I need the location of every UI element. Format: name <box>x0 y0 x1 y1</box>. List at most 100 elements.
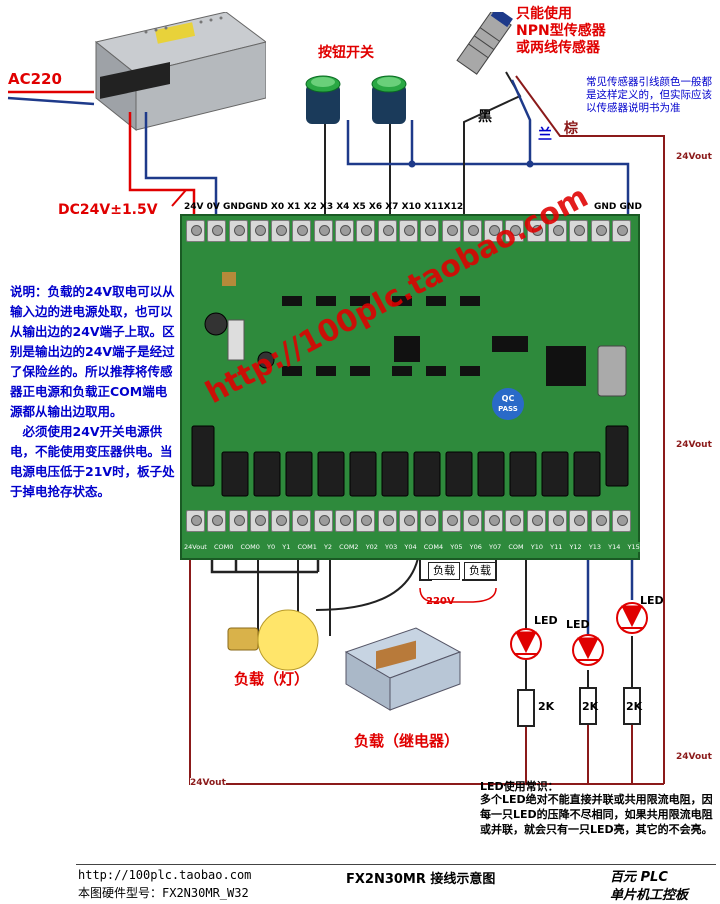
terminal-screw <box>377 220 397 242</box>
bottom-pin-label: Y05 <box>450 543 463 551</box>
bottom-pin-label: Y15 <box>627 543 640 551</box>
led-label-3: LED <box>640 594 664 607</box>
top-pin-labels-right: GND GND <box>594 202 642 212</box>
terminal-screw <box>590 510 610 532</box>
terminal-screw <box>249 510 269 532</box>
footer-subtitle: 单片机工控板 <box>610 888 689 903</box>
ac220-label: AC220 <box>8 70 62 88</box>
terminal-screw <box>335 220 355 242</box>
footer-title: FX2N30MR 接线示意图 <box>346 872 496 887</box>
led-note-body: 多个LED绝对不能直接并联或共用限流电阻，因每一只LED的压降不尽相同，如果共用… <box>480 793 713 836</box>
bottom-pin-label: Y14 <box>608 543 621 551</box>
terminal-screw <box>484 220 504 242</box>
terminal-screw <box>611 510 631 532</box>
terminal-screw <box>398 510 418 532</box>
load-relay-label: 负载（继电器） <box>354 732 460 750</box>
terminal-screw <box>186 510 205 532</box>
terminal-screw <box>441 510 461 532</box>
resistor-label-3: 2K <box>626 700 643 713</box>
bottom-pin-label: Y0 <box>267 543 276 551</box>
bottom-pin-label: Y12 <box>569 543 582 551</box>
v24out-label-2: 24Vout <box>676 440 712 450</box>
terminal-screw <box>548 220 568 242</box>
bottom-pin-label: COM <box>508 543 524 551</box>
wire-blue-label: 兰 <box>538 127 552 143</box>
terminal-screw <box>207 510 227 532</box>
terminal-screw <box>335 510 355 532</box>
terminal-screw <box>590 220 610 242</box>
load-box-1: 负载 <box>428 562 460 580</box>
button-switch-label: 按钮开关 <box>318 45 374 61</box>
bottom-pin-label: Y1 <box>282 543 291 551</box>
led-label-1: LED <box>534 614 558 627</box>
terminal-screw <box>462 220 482 242</box>
terminal-screw <box>313 220 333 242</box>
terminal-screw <box>356 220 376 242</box>
footer-model: 本图硬件型号：FX2N30MR_W32 <box>78 886 249 900</box>
v24out-label-1: 24Vout <box>676 152 712 162</box>
push-button-2 <box>364 70 414 134</box>
terminal-screw <box>377 510 397 532</box>
plc-board: QC PASS <box>180 214 640 560</box>
bottom-pin-label: Y07 <box>489 543 502 551</box>
terminal-screw <box>569 510 589 532</box>
terminal-screw <box>526 220 546 242</box>
terminal-screw <box>292 220 312 242</box>
relay <box>336 622 466 716</box>
load-box-2: 负载 <box>464 562 496 580</box>
wire-brown-label: 棕 <box>564 121 578 137</box>
resistor-label-1: 2K <box>538 700 555 713</box>
bottom-pin-label: COM0 <box>240 543 260 551</box>
bottom-pin-label: Y10 <box>530 543 543 551</box>
power-supply <box>76 11 268 132</box>
terminal-screw <box>271 510 291 532</box>
terminal-screw <box>505 510 525 532</box>
load-lamp-label: 负载（灯） <box>234 670 310 688</box>
terminal-screw <box>462 510 482 532</box>
terminal-screw <box>186 220 205 242</box>
terminal-screw <box>484 510 504 532</box>
terminal-screw <box>526 510 546 532</box>
bottom-pin-label: Y02 <box>365 543 378 551</box>
bottom-pin-label: COM2 <box>339 543 359 551</box>
terminal-screw <box>569 220 589 242</box>
bottom-pin-label: Y11 <box>550 543 563 551</box>
led-label-2: LED <box>566 618 590 631</box>
v220-label: 220V <box>426 596 455 607</box>
terminal-screw <box>356 510 376 532</box>
terminal-screw <box>420 510 440 532</box>
footer-brand: 百元 PLC <box>610 870 668 885</box>
top-terminal-block <box>186 220 633 242</box>
sensor-wire-note: 常见传感器引线颜色一般都是这样定义的，但实际应该以传感器说明书为准 <box>586 76 712 114</box>
v24out-label-4: 24Vout <box>190 778 226 788</box>
bottom-pin-label: COM1 <box>297 543 317 551</box>
bottom-pin-label: COM0 <box>213 543 234 551</box>
footer-url: http://100plc.taobao.com <box>78 868 252 882</box>
footer-rule <box>76 864 716 865</box>
bottom-pin-label: Y13 <box>588 543 602 551</box>
svg-text:QC: QC <box>502 394 515 403</box>
terminal-screw <box>228 510 248 532</box>
bottom-pin-label: Y06 <box>469 543 482 551</box>
terminal-screw <box>420 220 440 242</box>
bottom-pin-label: Y2 <box>323 543 333 551</box>
v24out-label-3: 24Vout <box>676 752 712 762</box>
bottom-pin-label: Y03 <box>385 543 398 551</box>
bottom-pin-label: 24Vout <box>184 543 207 551</box>
top-pin-labels: 24V 0V GNDGND X0 X1 X2 X3 X4 X5 X6 X7 X1… <box>184 202 464 212</box>
bottom-pin-label: COM4 <box>423 543 444 551</box>
left-explanation: 说明：负载的24V取电可以从输入边的进电源处取，也可以从输出边的24V端子上取。… <box>10 284 175 499</box>
npn-sensor <box>440 7 520 96</box>
led-note-title: LED使用常识： <box>480 780 559 793</box>
terminal-screw <box>441 220 461 242</box>
terminal-screw <box>398 220 418 242</box>
terminal-screw <box>292 510 312 532</box>
push-button-1 <box>298 70 348 134</box>
npn-sensor-label: 只能使用 NPN型传感器 或两线传感器 <box>516 6 606 56</box>
svg-text:PASS: PASS <box>498 405 518 413</box>
terminal-screw <box>548 510 568 532</box>
terminal-screw <box>611 220 631 242</box>
terminal-screw <box>505 220 525 242</box>
terminal-screw <box>271 220 291 242</box>
